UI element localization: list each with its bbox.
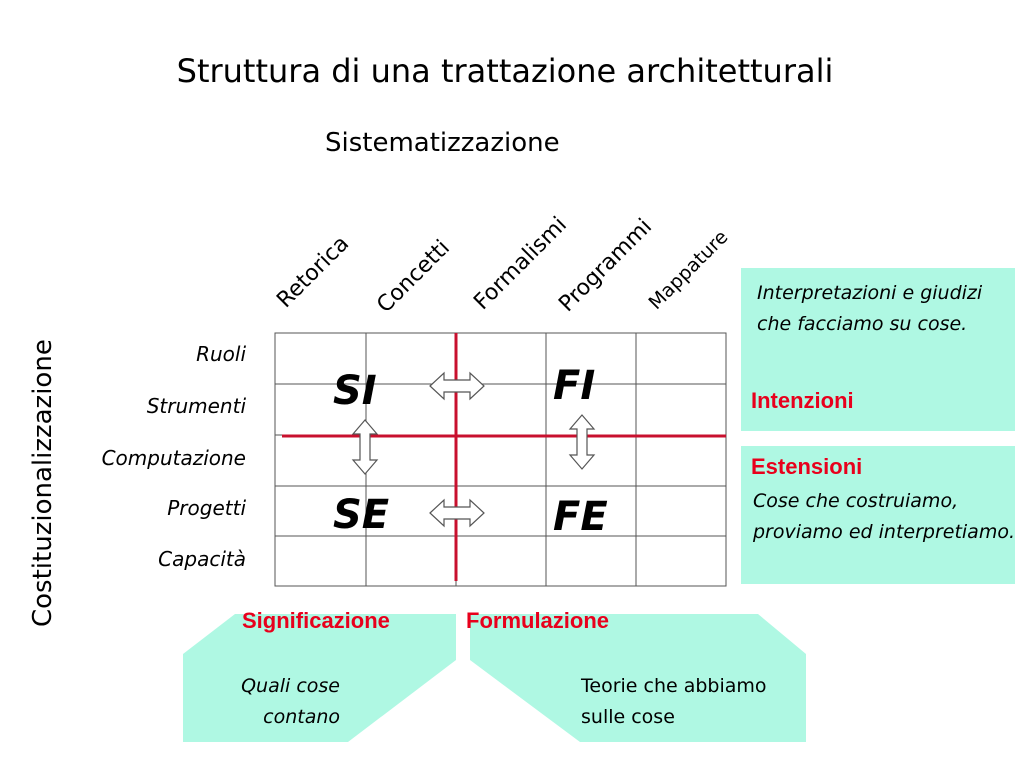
diagram-subtitle: Sistematizzazione	[325, 128, 560, 158]
column-header-concetti: Concetti	[372, 235, 455, 318]
row-label-computazione: Computazione	[101, 446, 246, 470]
bottom-shapes	[183, 614, 806, 742]
matrix-grid	[274, 332, 727, 587]
row-label-ruoli: Ruoli	[196, 342, 246, 366]
formulazione-shape	[470, 614, 806, 742]
quadrant-si: SI	[333, 368, 377, 414]
row-label-capacita: Capacità	[158, 547, 246, 571]
estensioni-text: Cose che costruiamo, proviamo ed interpr…	[753, 490, 1016, 543]
quadrant-se: SE	[333, 492, 390, 538]
vertical-label-container: Costituzionalizzazione	[26, 272, 66, 627]
double-arrow-bottom	[429, 498, 485, 528]
significazione-text: Quali cose contano	[241, 675, 340, 728]
double-arrow-right	[568, 414, 596, 470]
significazione-shape	[183, 614, 456, 742]
column-header-retorica: Retorica	[272, 231, 355, 313]
intenzioni-label: Intenzioni	[751, 388, 854, 413]
page-title: Struttura di una trattazione architettur…	[176, 52, 834, 90]
intenzioni-box: Interpretazioni e giudizi che facciamo s…	[741, 268, 1015, 431]
row-label-progetti: Progetti	[167, 496, 246, 520]
row-label-strumenti: Strumenti	[146, 394, 246, 418]
estensioni-label: Estensioni	[751, 454, 863, 479]
vertical-axis-label: Costituzionalizzazione	[28, 339, 58, 627]
quadrant-fe: FE	[553, 494, 608, 540]
formulazione-label: Formulazione	[466, 608, 610, 633]
column-header-mappature: Mappature	[644, 226, 733, 314]
double-arrow-top	[429, 371, 485, 401]
estensioni-box: Estensioni Cose che costruiamo, proviamo…	[741, 446, 1015, 584]
quadrant-fi: FI	[553, 363, 596, 409]
intenzioni-text: Interpretazioni e giudizi che facciamo s…	[757, 282, 983, 335]
double-arrow-left	[351, 419, 379, 475]
significazione-label: Significazione	[242, 608, 390, 633]
formulazione-text: Teorie che abbiamo sulle cose	[581, 675, 767, 728]
